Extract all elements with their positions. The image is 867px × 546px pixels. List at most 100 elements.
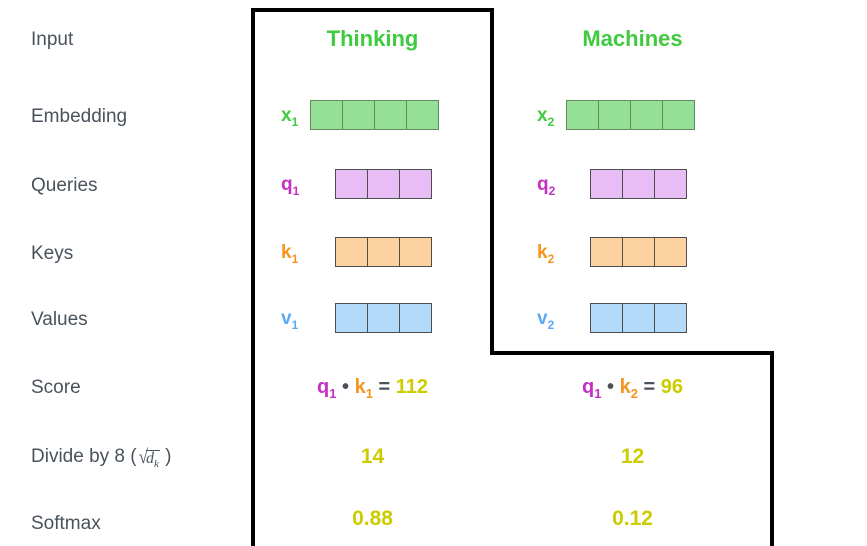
vector-symbol-base: q bbox=[537, 174, 549, 195]
score-expression-machines: q1 • k2 = 96 bbox=[525, 377, 740, 400]
vector-symbol-base: x bbox=[537, 105, 548, 126]
vector-cell bbox=[622, 169, 655, 199]
vector-cell bbox=[630, 100, 663, 130]
frame-top-border bbox=[251, 8, 494, 12]
vector-cell bbox=[654, 303, 687, 333]
row-label-embedding: Embedding bbox=[31, 106, 128, 127]
vector-symbol-index: 1 bbox=[291, 114, 299, 129]
vector-cell bbox=[662, 100, 695, 130]
vector-symbol-q2: q2 bbox=[537, 175, 555, 197]
vector-symbol-v1: v1 bbox=[281, 309, 298, 331]
divided-value-machines: 12 bbox=[620, 445, 645, 468]
frame-left-border bbox=[251, 8, 255, 546]
frame-upper-right-border bbox=[490, 8, 494, 355]
vector-cell bbox=[590, 169, 623, 199]
vector-cell bbox=[590, 303, 623, 333]
vector-symbol-k2: k2 bbox=[537, 243, 554, 265]
vector-cell bbox=[335, 237, 368, 267]
sqrt-radical-icon: √ bbox=[138, 445, 148, 468]
vector-symbol-q1: q1 bbox=[281, 175, 299, 197]
equals-sign: = bbox=[643, 376, 656, 398]
vector-cell bbox=[622, 237, 655, 267]
vector-symbol-base: v bbox=[281, 308, 292, 329]
vector-symbol-base: k bbox=[537, 242, 548, 263]
vector-symbol-index: 2 bbox=[547, 114, 555, 129]
vector-symbol-index: 1 bbox=[291, 251, 299, 266]
frame-lower-right-border bbox=[770, 351, 774, 546]
vector-symbol-base: v bbox=[537, 308, 548, 329]
row-label-queries: Queries bbox=[31, 175, 98, 196]
vector-cell bbox=[399, 303, 432, 333]
score-value: 96 bbox=[660, 376, 683, 398]
key-vector-k1 bbox=[335, 237, 432, 267]
score-q-index: 1 bbox=[594, 386, 602, 401]
vector-symbol-v2: v2 bbox=[537, 309, 554, 331]
vector-cell bbox=[399, 237, 432, 267]
row-label-divide-by-8: Divide by 8 (√dk ) bbox=[31, 445, 172, 471]
frame-step-border bbox=[490, 351, 774, 355]
vector-symbol-x1: x1 bbox=[281, 106, 298, 128]
equals-sign: = bbox=[378, 376, 391, 398]
score-expression-thinking: q1 • k1 = 112 bbox=[265, 377, 480, 400]
score-q-symbol: q bbox=[581, 376, 595, 398]
vector-symbol-index: 2 bbox=[548, 183, 556, 198]
score-k-symbol: k bbox=[619, 376, 631, 398]
vector-symbol-x2: x2 bbox=[537, 106, 554, 128]
radicand-base: d bbox=[145, 450, 154, 467]
vector-cell bbox=[622, 303, 655, 333]
vector-cell bbox=[566, 100, 599, 130]
vector-cell bbox=[654, 169, 687, 199]
vector-symbol-index: 2 bbox=[547, 317, 555, 332]
score-k-symbol: k bbox=[354, 376, 366, 398]
sqrt-radicand: dk bbox=[145, 450, 160, 471]
vector-symbol-index: 2 bbox=[547, 251, 555, 266]
score-k-index: 1 bbox=[365, 386, 373, 401]
vector-cell bbox=[342, 100, 375, 130]
row-label-values: Values bbox=[31, 309, 88, 330]
divided-value-thinking: 14 bbox=[360, 445, 385, 468]
sqrt-dk-expression: √dk bbox=[137, 445, 160, 471]
divide-prefix: Divide by 8 ( bbox=[31, 446, 137, 467]
column-header-thinking: Thinking bbox=[326, 26, 419, 51]
dot-product-icon: • bbox=[607, 376, 615, 398]
vector-cell bbox=[367, 303, 400, 333]
row-label-softmax: Softmax bbox=[31, 513, 101, 534]
softmax-value-thinking: 0.88 bbox=[352, 507, 393, 530]
radicand-subscript: k bbox=[153, 458, 159, 471]
embedding-vector-x1 bbox=[310, 100, 439, 130]
vector-symbol-base: q bbox=[281, 174, 293, 195]
row-label-input: Input bbox=[31, 29, 74, 50]
vector-cell bbox=[335, 169, 368, 199]
query-vector-q1 bbox=[335, 169, 432, 199]
key-vector-k2 bbox=[590, 237, 687, 267]
dot-product-icon: • bbox=[342, 376, 350, 398]
vector-cell bbox=[374, 100, 407, 130]
vector-cell bbox=[335, 303, 368, 333]
score-value: 112 bbox=[395, 376, 429, 398]
vector-cell bbox=[598, 100, 631, 130]
score-q-index: 1 bbox=[329, 386, 337, 401]
vector-cell bbox=[310, 100, 343, 130]
vector-symbol-base: k bbox=[281, 242, 292, 263]
vector-cell bbox=[590, 237, 623, 267]
query-vector-q2 bbox=[590, 169, 687, 199]
column-header-machines: Machines bbox=[582, 26, 683, 51]
vector-symbol-base: x bbox=[281, 105, 292, 126]
value-vector-v2 bbox=[590, 303, 687, 333]
value-vector-v1 bbox=[335, 303, 432, 333]
vector-symbol-k1: k1 bbox=[281, 243, 298, 265]
softmax-value-machines: 0.12 bbox=[612, 507, 653, 530]
divide-suffix: ) bbox=[165, 446, 172, 467]
embedding-vector-x2 bbox=[566, 100, 695, 130]
row-label-score: Score bbox=[31, 377, 81, 398]
vector-cell bbox=[406, 100, 439, 130]
score-k-index: 2 bbox=[630, 386, 638, 401]
vector-symbol-index: 1 bbox=[292, 183, 300, 198]
vector-cell bbox=[399, 169, 432, 199]
row-label-keys: Keys bbox=[31, 243, 74, 264]
vector-cell bbox=[367, 169, 400, 199]
vector-symbol-index: 1 bbox=[291, 317, 299, 332]
vector-cell bbox=[367, 237, 400, 267]
vector-cell bbox=[654, 237, 687, 267]
